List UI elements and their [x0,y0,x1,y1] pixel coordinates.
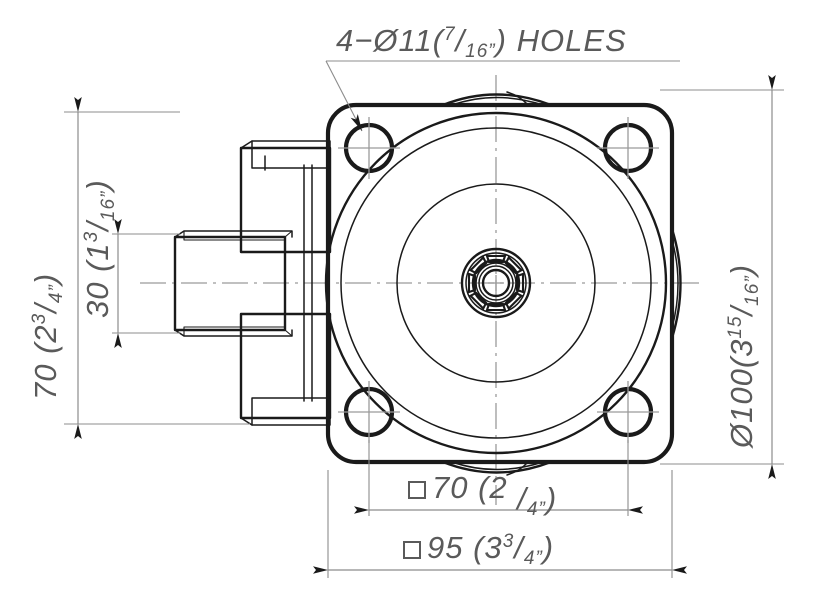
shaft-boss-shoulder-bottom [284,329,293,337]
dimension-bottom-outer-label: 95 (33/4”) [403,530,554,569]
dimension-left-outer-group [64,97,250,439]
holes-callout-text: 4−Ø11(7/16”) HOLES [336,23,627,62]
hub-center-mark [488,275,504,291]
dimension-left-inner-group [112,219,180,348]
dimension-bottom-inner-group [354,440,643,516]
holes-callout-group [325,60,680,132]
centerlines-group [140,75,700,505]
bracket-lower-inner-edge [251,397,331,426]
hub-ring-b [478,265,514,301]
dimension-left-outer-text: 70 (23/4”) [28,273,67,400]
body-second-circle [340,127,652,439]
square-symbol-icon [408,481,426,499]
spline-teeth-group [467,254,525,312]
dimension-right-group [660,75,784,479]
flange-front-view [324,91,682,476]
shaft-boss-bottom-edge [183,326,286,337]
shaft-boss-top-edge [183,230,286,241]
flange-outline [325,102,675,465]
dimension-left-inner-text: 30 (13/16”) [80,179,119,318]
shaft-boss-shoulder-top [284,230,293,238]
port-bulge-top-inner [451,96,544,106]
hub-bore [481,268,511,298]
dimension-bottom-inner-label: 70 (2 /4”) [408,470,557,520]
bolt-hole-bottom-left [338,381,400,443]
body-outer-circle [324,111,668,455]
dimension-bottom-outer-text: 95 (33/4”) [427,530,554,569]
hub-spline-root [471,258,521,308]
dimension-bottom-outer-group [313,470,687,578]
hub-spline-outer [465,252,527,314]
port-bulge-bottom [441,460,553,474]
dimension-right-text: Ø100(315/16”) [724,264,763,449]
bolt-hole-top-left [338,117,400,179]
port-bulge-top [441,93,553,107]
port-bulge-right [670,227,682,340]
holes-callout-leader [325,60,363,132]
port-bulge-right-inner [671,239,679,329]
hub-outer-circle [460,247,532,319]
port-bulge-bottom-inner [451,461,544,471]
square-symbol-icon [403,541,421,559]
bolt-hole-top-right [597,117,659,179]
bracket-upper-inner-edge [251,140,331,169]
dimension-bottom-inner-text: 70 (2 /4”) [432,470,557,520]
body-pilot-circle [396,183,596,383]
bolt-hole-bottom-right [597,381,659,443]
